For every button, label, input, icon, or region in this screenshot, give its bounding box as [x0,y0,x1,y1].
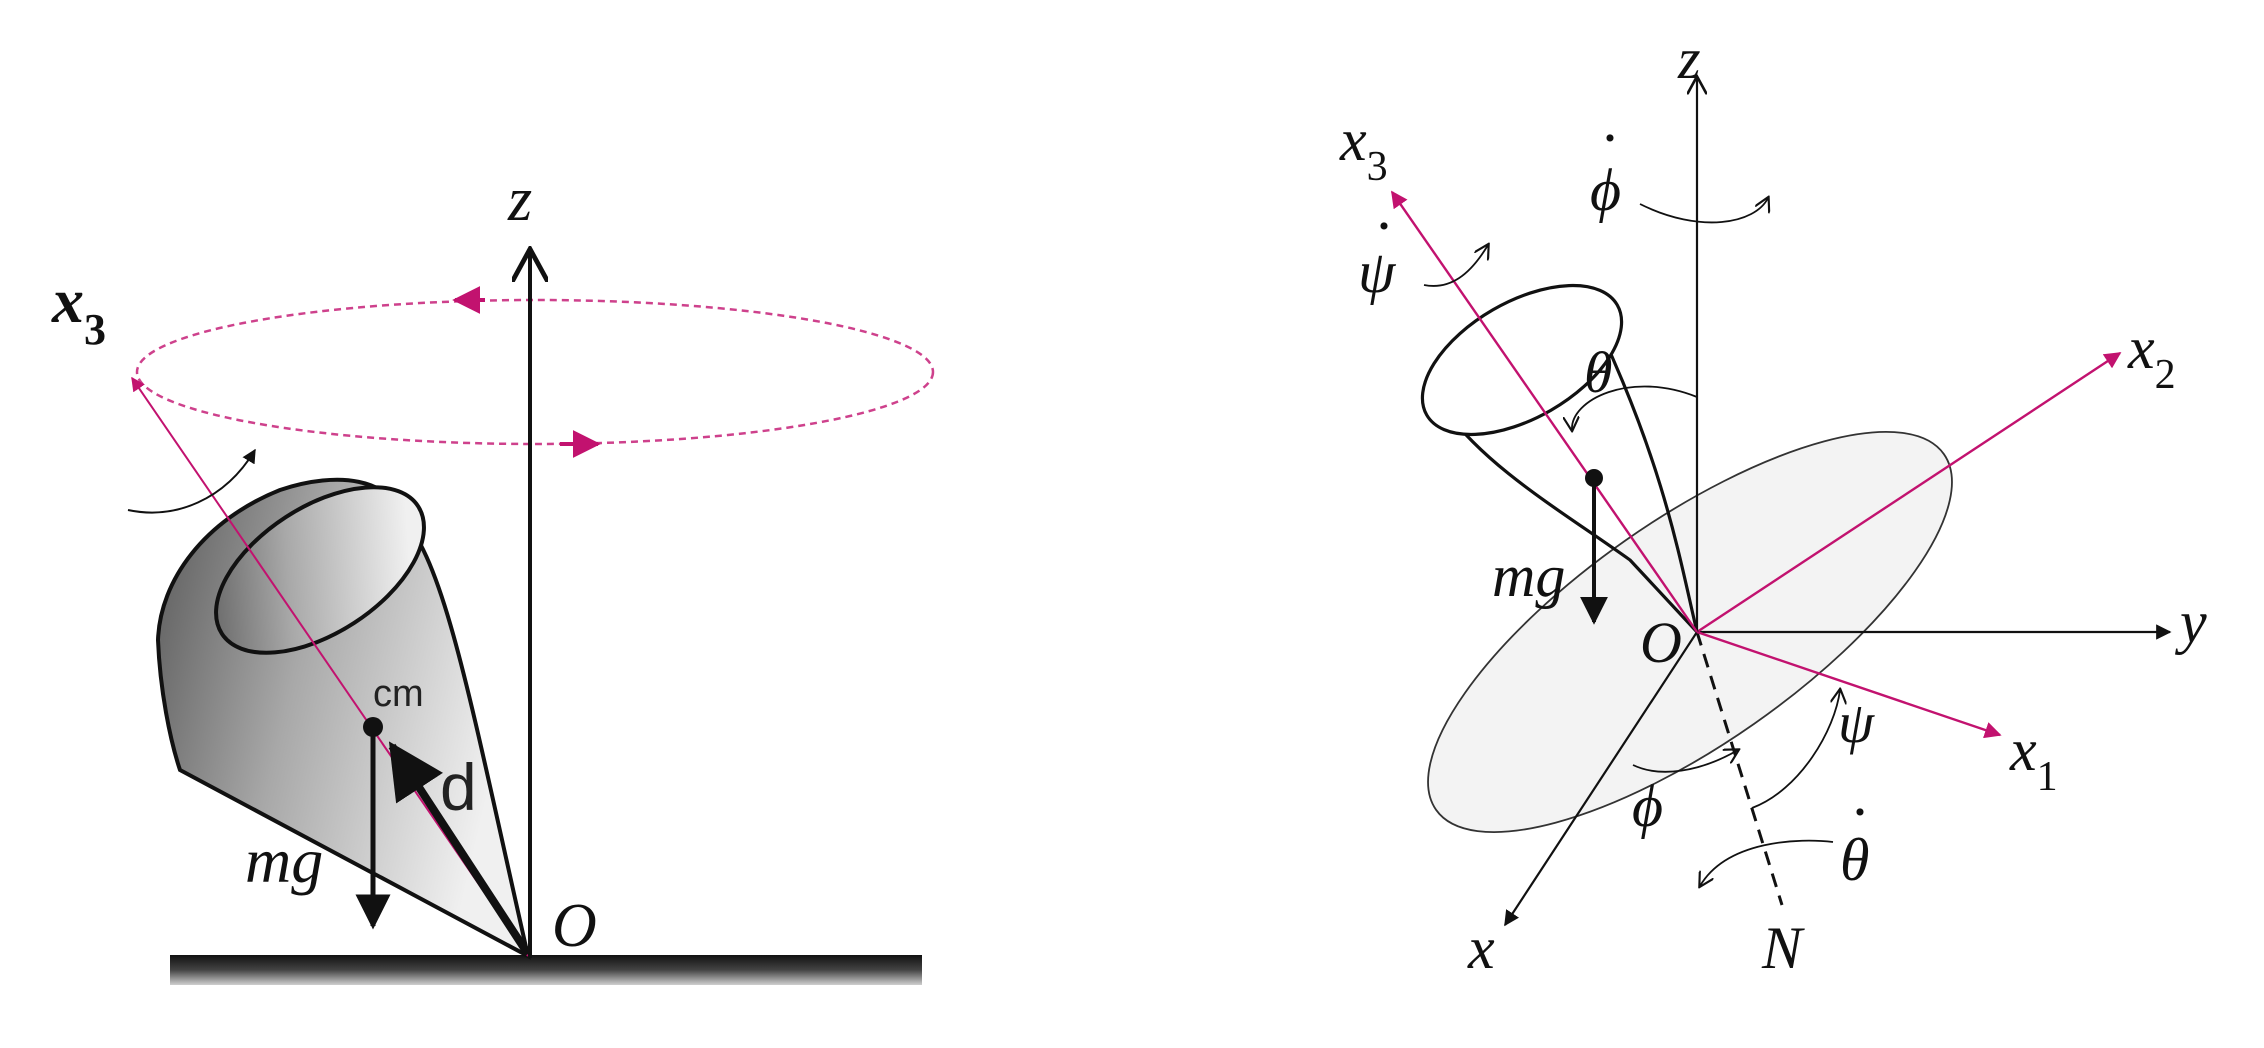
x2-axis-label: x2 [2127,315,2176,398]
spinning-top-right [1420,283,1699,634]
phi-dot-mark: · [1600,105,1620,171]
spin-arrow [127,448,256,514]
cm-label: cm [373,673,424,715]
node-label: N [1761,915,1805,981]
d-vector [388,741,532,957]
psi-dot-mark: · [1374,193,1394,259]
y-axis-label: y [2174,589,2207,655]
right-figure: z y x x1 x2 x3 O N mg θ ϕ ψ ϕ · ψ · θ · [1339,26,2207,981]
phi-label: ϕ [1632,773,1663,839]
weight-label-right: mg [1492,543,1565,609]
d-label: d [440,750,477,824]
center-of-mass [363,717,383,737]
phi-dot-arrow [1639,198,1768,224]
psi-dot-symbol: ψ [1358,239,1397,305]
origin-label-right: O [1640,610,1682,675]
theta-dot-arrow [1700,839,1834,886]
x2-axis [1696,351,2122,634]
left-figure: z x3 O cm d mg [51,166,935,985]
x1-axis-label: x1 [2009,717,2058,800]
x-axis-label: x [1467,915,1495,981]
x-axis [1504,631,1698,927]
horizontal-plane [1427,431,1953,833]
theta-dot-label: θ · [1840,779,1870,893]
phi-dot-symbol: ϕ [1590,157,1621,223]
z-axis-label-right: z [1677,26,1701,91]
origin-label: O [552,892,597,960]
ground-surface [170,955,922,985]
top-cap-right [1420,283,1624,437]
x3-axis-label: x3 [51,265,106,354]
theta-label: θ [1584,340,1613,405]
phi-arc [1632,750,1738,773]
z-axis-label: z [507,166,532,234]
x3-axis-label-right: x3 [1339,107,1388,190]
phi-dot-label: ϕ · [1590,105,1621,223]
theta-dot-symbol: θ [1840,827,1869,893]
x1-axis [1696,630,2002,739]
psi-label: ψ [1838,690,1875,755]
theta-dot-mark: · [1850,779,1870,845]
top-cap [214,485,426,655]
psi-dot-arrow [1423,245,1488,287]
spinning-top [155,477,531,960]
x3-axis-right [1391,190,1698,633]
precession-path [135,298,935,446]
line-of-nodes [1695,631,1784,906]
psi-dot-label: ψ · [1358,193,1397,305]
psi-arc [1751,690,1840,809]
center-of-mass-right [1585,469,1603,487]
weight-label: mg [245,825,323,896]
theta-arc [1572,385,1698,430]
